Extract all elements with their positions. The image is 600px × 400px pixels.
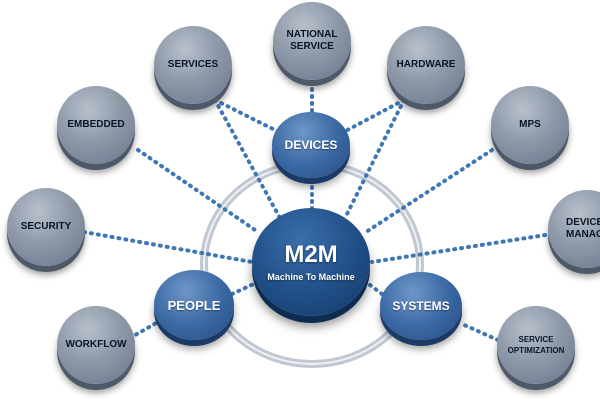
node-device-management: DEVICE MANAGEM bbox=[548, 190, 600, 268]
connector-services-devices bbox=[213, 98, 287, 137]
node-m2m-center: M2M Machine To Machine bbox=[252, 208, 370, 316]
node-national-service: NATIONAL SERVICE bbox=[273, 2, 351, 80]
connector-mps-center bbox=[364, 148, 494, 234]
connector-workflow-people bbox=[128, 320, 160, 340]
node-service-optimization-label: SERVICE OPTIMIZATION bbox=[507, 335, 565, 355]
node-service-optimization: SERVICE OPTIMIZATION bbox=[497, 306, 575, 384]
node-systems-label: SYSTEMS bbox=[392, 299, 450, 313]
connector-device-management-center bbox=[370, 232, 554, 264]
connector-security-center bbox=[82, 230, 254, 264]
connector-people-center bbox=[230, 280, 260, 296]
node-security-label: SECURITY bbox=[20, 221, 72, 232]
node-people: PEOPLE bbox=[154, 270, 234, 340]
connector-embedded-center bbox=[136, 148, 260, 234]
node-devices: DEVICES bbox=[272, 112, 350, 178]
node-security: SECURITY bbox=[7, 188, 85, 266]
node-devices-label: DEVICES bbox=[284, 138, 338, 152]
node-people-label: PEOPLE bbox=[167, 297, 221, 313]
dotted-connectors bbox=[82, 80, 554, 342]
node-embedded-label: EMBEDDED bbox=[67, 119, 125, 130]
node-workflow: WORKFLOW bbox=[57, 306, 135, 384]
node-embedded: EMBEDDED bbox=[57, 86, 135, 164]
node-services: SERVICES bbox=[154, 26, 232, 104]
connector-services-center bbox=[213, 98, 282, 220]
node-systems: SYSTEMS bbox=[380, 272, 462, 340]
node-hardware: HARDWARE bbox=[387, 26, 465, 104]
center-title: M2M bbox=[284, 241, 338, 268]
node-national-service-label: NATIONAL SERVICE bbox=[286, 29, 338, 52]
center-subtitle: Machine To Machine bbox=[267, 272, 355, 282]
connector-hardware-center bbox=[343, 98, 406, 220]
node-hardware-label: HARDWARE bbox=[396, 59, 456, 70]
connector-hardware-devices bbox=[336, 98, 406, 137]
node-device-management-label: DEVICE MANAGEM bbox=[566, 217, 600, 240]
connector-service-optimization-systems bbox=[460, 322, 500, 342]
node-services-label: SERVICES bbox=[167, 59, 219, 70]
connector-systems-center bbox=[364, 280, 384, 296]
node-workflow-label: WORKFLOW bbox=[65, 339, 127, 350]
node-mps: MPS bbox=[491, 86, 569, 164]
node-mps-label: MPS bbox=[519, 119, 541, 130]
